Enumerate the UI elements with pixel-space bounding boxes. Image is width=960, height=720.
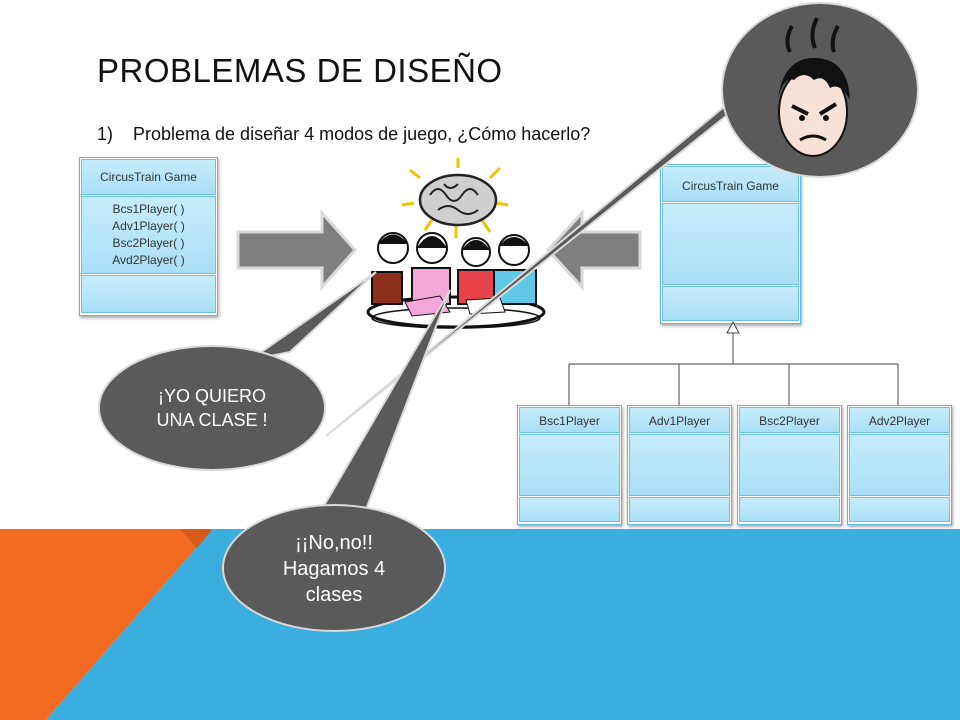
method-2: Adv1Player( ) [112, 219, 185, 233]
subclass-attrs-section [739, 497, 840, 522]
subclass-name-section: Bsc1Player [519, 407, 620, 433]
left-class-methods-section: Bcs1Player( ) Adv1Player( ) Bsc2Player( … [81, 196, 216, 274]
subclass-name: Adv2Player [868, 414, 931, 428]
bubble-line: UNA CLASE ! [156, 410, 268, 430]
list-item-text: Problema de diseñar 4 modos de juego, ¿C… [133, 124, 591, 144]
one-class-bubble-text: ¡YO QUIERO UNA CLASE ! [132, 384, 292, 432]
left-class-name-section: CircusTrain Game [81, 159, 216, 195]
subclass-name: Bsc1Player [539, 414, 600, 428]
method-3: Bsc2Player( ) [112, 236, 185, 250]
method-1: Bcs1Player( ) [112, 202, 185, 216]
subclass-adv2player: Adv2Player [847, 405, 952, 525]
method-4: Avd2Player( ) [112, 253, 185, 267]
angry-bubble-pointer [325, 91, 743, 437]
subclass-name-section: Adv2Player [849, 407, 950, 433]
right-class-name-section: CircusTrain Game [662, 166, 799, 202]
subclass-name-section: Adv1Player [629, 407, 730, 433]
subclass-bsc1player: Bsc1Player [517, 405, 622, 525]
slide-title: PROBLEMAS DE DISEÑO [97, 52, 503, 89]
four-classes-bubble [222, 504, 446, 632]
brain-icon [401, 158, 509, 238]
bubble-line: ¡¡No,no!! [295, 532, 373, 554]
subclass-name: Bsc2Player [759, 414, 820, 428]
subclass-adv1player: Adv1Player [627, 405, 732, 525]
subclass-attrs-section [629, 497, 730, 522]
left-arrow-icon [545, 209, 642, 291]
orange-triangle [180, 529, 213, 548]
left-class-attrs-section [81, 275, 216, 313]
left-uml-class: CircusTrain Game Bcs1Player( ) Adv1Playe… [79, 157, 218, 316]
subclass-methods-section [519, 434, 620, 496]
right-uml-class: CircusTrain Game [660, 164, 801, 324]
four-classes-bubble-text: ¡¡No,no!! Hagamos 4 clases [254, 530, 414, 608]
angry-man-icon [778, 17, 850, 157]
subclass-methods-section [629, 434, 730, 496]
subclass-attrs-section [849, 497, 950, 522]
subclass-methods-section [849, 434, 950, 496]
one-class-bubble [98, 345, 326, 471]
bubble-line: ¡YO QUIERO [157, 386, 266, 406]
inheritance-connector [568, 330, 899, 405]
one-class-bubble-pointer [249, 271, 377, 361]
meeting-clipart-icon [366, 232, 546, 329]
subclass-name: Adv1Player [648, 414, 711, 428]
right-arrow-icon [236, 209, 358, 291]
left-class-name: CircusTrain Game [100, 170, 197, 184]
right-class-name: CircusTrain Game [682, 179, 779, 193]
subclass-methods-section [739, 434, 840, 496]
orange-band [0, 529, 213, 720]
subclass-attrs-section [519, 497, 620, 522]
bubble-line: Hagamos 4 [282, 558, 386, 580]
subclass-bsc2player: Bsc2Player [737, 405, 842, 525]
list-item-number: 1) [97, 124, 114, 144]
bubble-line: clases [305, 584, 363, 606]
right-class-attrs-section [662, 286, 799, 321]
right-class-methods-section [662, 203, 799, 285]
subclass-name-section: Bsc2Player [739, 407, 840, 433]
list-item-problem: 1) Problema de diseñar 4 modos de juego, … [97, 124, 590, 145]
inheritance-triangle-icon [726, 320, 740, 334]
